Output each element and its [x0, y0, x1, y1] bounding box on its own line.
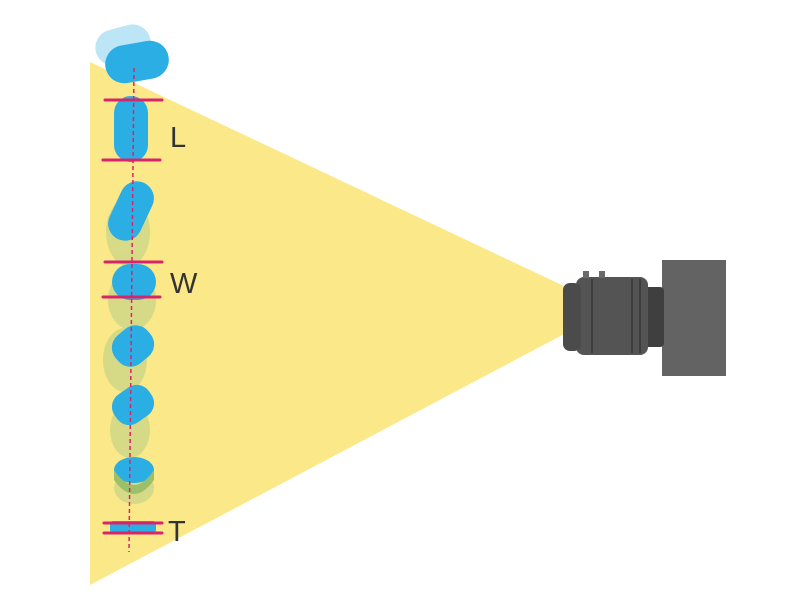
measurement-axis	[128, 67, 135, 553]
tablet-pill-icon	[112, 264, 156, 300]
industrial-camera-icon	[563, 260, 726, 376]
light-cone	[90, 62, 568, 585]
tablet-pill-icon	[105, 40, 169, 84]
camera-lens-mount	[644, 287, 664, 347]
camera-lens-screw	[583, 271, 589, 278]
tablet-pill-icon	[111, 384, 155, 426]
tablet-pill-icon	[111, 325, 155, 367]
length-label: L	[170, 122, 186, 154]
camera-lens-barrel	[576, 277, 648, 355]
tablet-pill-icon	[114, 457, 154, 494]
thickness-label: T	[168, 516, 186, 548]
camera-lens-screw	[599, 271, 605, 278]
width-label: W	[170, 268, 198, 300]
measurement-markers	[101, 98, 164, 535]
camera-lens-front	[563, 283, 581, 351]
tablet-pill-icon	[108, 181, 154, 241]
camera-body	[662, 260, 726, 376]
tablet-pill-icon	[114, 96, 148, 162]
